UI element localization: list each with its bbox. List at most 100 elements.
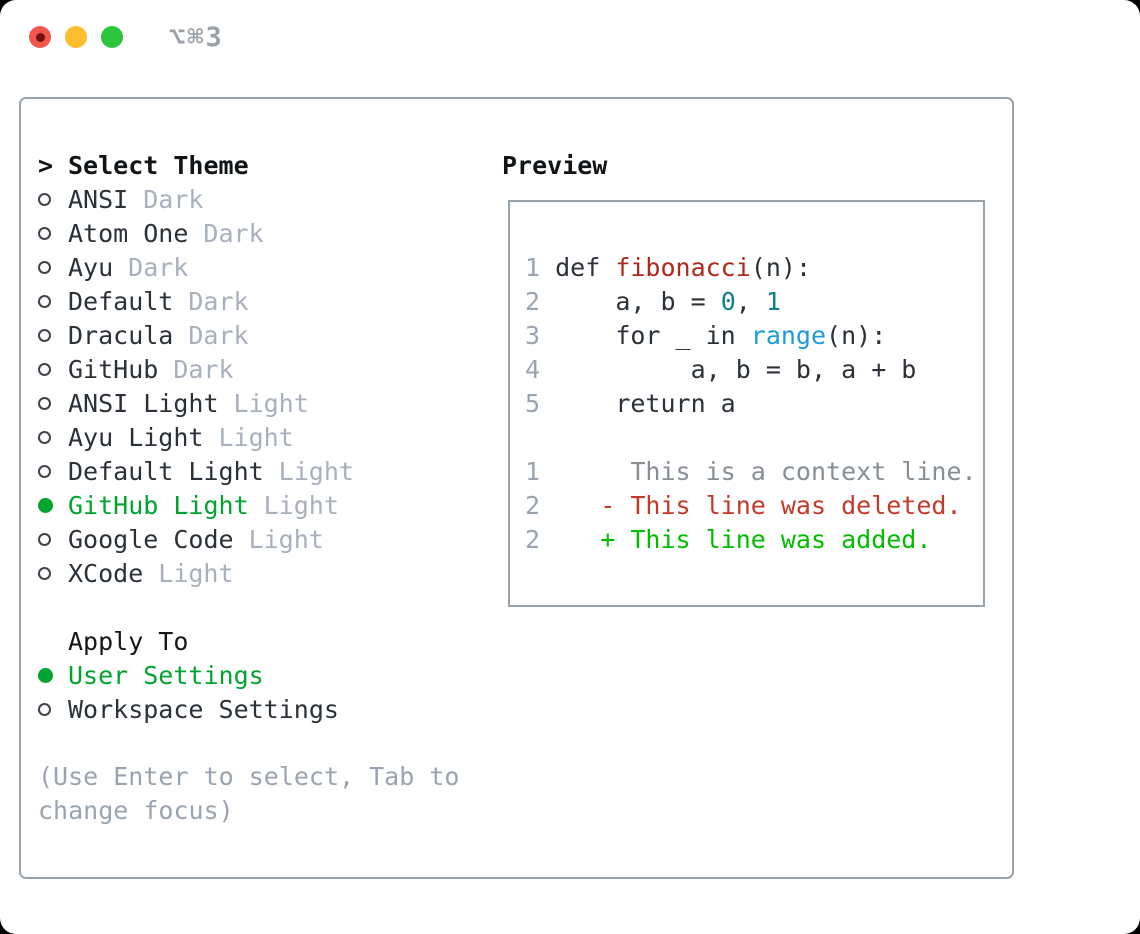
- option-label: Workspace Settings: [68, 694, 339, 724]
- code-segment-added: + This line was added.: [540, 525, 932, 554]
- code-segment-code: a, b =: [540, 287, 721, 316]
- select-theme-title: Select Theme: [68, 150, 249, 180]
- theme-variant-tag: Dark: [173, 354, 234, 384]
- code-segment-number: 0: [720, 287, 736, 316]
- theme-option[interactable]: Dracula Dark: [38, 318, 478, 352]
- theme-variant-tag: Light: [278, 456, 354, 486]
- theme-option[interactable]: Default Dark: [38, 284, 478, 318]
- window-title: ⌥⌘3: [169, 21, 224, 53]
- code-line: 4 a, b = b, a + b: [525, 353, 983, 387]
- close-dot-icon: [35, 32, 45, 42]
- titlebar: ⌥⌘3: [0, 0, 1140, 74]
- line-number: 1: [525, 457, 541, 486]
- radio-icon: [38, 396, 68, 410]
- code-segment-number: 1: [765, 287, 781, 316]
- close-button[interactable]: [29, 26, 51, 48]
- option-label: Ayu: [68, 252, 114, 282]
- theme-option[interactable]: ANSI Light Light: [38, 386, 478, 420]
- code-segment-code: def: [540, 253, 616, 282]
- code-line: 3 for _ in range(n):: [525, 319, 983, 353]
- radio-icon: [38, 464, 68, 478]
- radio-icon: [38, 226, 68, 240]
- theme-variant-tag: Light: [248, 524, 324, 554]
- code-segment-code: ,: [735, 287, 766, 316]
- theme-option[interactable]: Default Light Light: [38, 454, 478, 488]
- line-number: 1: [525, 253, 541, 282]
- radio-icon: [38, 328, 68, 342]
- code-line: 2 a, b = 0, 1: [525, 285, 983, 319]
- option-label: Default Light: [68, 456, 264, 486]
- code-segment-code: for _ in: [540, 321, 751, 350]
- option-label: XCode: [68, 558, 144, 588]
- line-number: 2: [525, 525, 541, 554]
- code-line: [525, 421, 983, 455]
- prompt-icon: >: [38, 150, 54, 180]
- theme-variant-tag: Dark: [188, 320, 249, 350]
- theme-option[interactable]: Ayu Dark: [38, 250, 478, 284]
- theme-variant-tag: Dark: [203, 218, 264, 248]
- select-theme-header: > Select Theme: [38, 148, 478, 182]
- code-line: 2 - This line was deleted.: [525, 489, 983, 523]
- spacer: [38, 726, 478, 760]
- code-segment-code: a, b = b, a + b: [540, 355, 917, 384]
- code-segment-code: return a: [540, 389, 736, 418]
- apply-to-header: Apply To: [38, 624, 478, 658]
- code-segment-context: This is a context line.: [540, 457, 977, 486]
- radio-icon: [38, 260, 68, 274]
- theme-variant-tag: Dark: [143, 184, 204, 214]
- line-number: 5: [525, 389, 541, 418]
- option-label: Default: [68, 286, 174, 316]
- theme-option[interactable]: XCode Light: [38, 556, 478, 590]
- theme-variant-tag: Light: [158, 558, 234, 588]
- apply-option[interactable]: User Settings: [38, 658, 478, 692]
- radio-icon: [38, 532, 68, 546]
- option-label: ANSI: [68, 184, 129, 214]
- radio-icon: [38, 362, 68, 376]
- theme-option[interactable]: GitHub Dark: [38, 352, 478, 386]
- option-label: GitHub Light: [68, 490, 249, 520]
- radio-icon: [38, 192, 68, 206]
- radio-icon: [38, 430, 68, 444]
- option-label: Google Code: [68, 524, 234, 554]
- radio-icon: [38, 702, 68, 716]
- code-segment-deleted: - This line was deleted.: [540, 491, 962, 520]
- line-number: 3: [525, 321, 541, 350]
- code-line: 5 return a: [525, 387, 983, 421]
- minimize-button[interactable]: [65, 26, 87, 48]
- code-line: 2 + This line was added.: [525, 523, 983, 557]
- theme-variant-tag: Dark: [188, 286, 249, 316]
- preview-title: Preview: [502, 150, 608, 180]
- radio-selected-icon: [38, 497, 68, 513]
- option-label: Dracula: [68, 320, 174, 350]
- zoom-button[interactable]: [101, 26, 123, 48]
- radio-icon: [38, 294, 68, 308]
- option-label: Ayu Light: [68, 422, 204, 452]
- option-label: ANSI Light: [68, 388, 219, 418]
- theme-variant-tag: Light: [218, 422, 294, 452]
- code-segment-code: (n):: [826, 321, 887, 350]
- theme-variant-tag: Light: [263, 490, 339, 520]
- apply-option[interactable]: Workspace Settings: [38, 692, 478, 726]
- code-segment-func: fibonacci: [615, 253, 751, 282]
- theme-option[interactable]: GitHub Light Light: [38, 488, 478, 522]
- code-segment-builtin: range: [750, 321, 827, 350]
- apply-to-title: Apply To: [68, 626, 189, 656]
- theme-variant-tag: Light: [233, 388, 309, 418]
- code-line: 1 def fibonacci(n):: [525, 251, 983, 285]
- theme-option[interactable]: ANSI Dark: [38, 182, 478, 216]
- line-number: 2: [525, 287, 541, 316]
- line-number: 2: [525, 491, 541, 520]
- code-segment-code: (n):: [750, 253, 812, 282]
- radio-icon: [38, 566, 68, 580]
- theme-variant-tag: Dark: [128, 252, 189, 282]
- theme-option[interactable]: Google Code Light: [38, 522, 478, 556]
- theme-option[interactable]: Ayu Light Light: [38, 420, 478, 454]
- option-label: GitHub: [68, 354, 159, 384]
- line-number: 4: [525, 355, 541, 384]
